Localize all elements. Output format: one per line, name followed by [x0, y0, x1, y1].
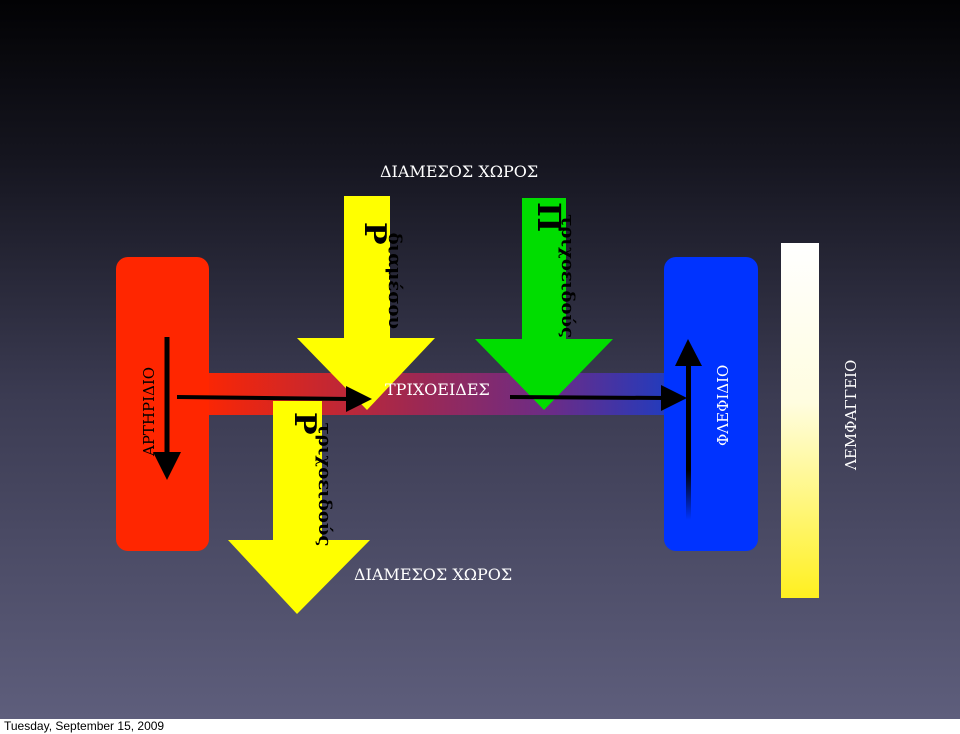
pi-capillary-arrow: [475, 198, 613, 410]
pi-capillary-label: Πτριχοειδούς: [530, 202, 578, 356]
arteriole-vessel: [116, 257, 209, 551]
arteriole-label: ΑΡΤΗΡΙΔΙΟ: [140, 366, 158, 456]
p-interstitial-subscript: διαμέσου: [384, 232, 405, 330]
diagram-graphics: [116, 196, 819, 614]
venule-label: ΦΛΕΦΙΔΙΟ: [714, 364, 732, 446]
lymphatic-label: ΛΕΜΦΑΓΓΕΙΟ: [842, 359, 860, 470]
p-interstitial-label: Pδιαμέσου: [357, 222, 405, 341]
slide-canvas: ΔΙΑΜΕΣΟΣ ΧΩΡΟΣ ΔΙΑΜΕΣΟΣ ΧΩΡΟΣ ΤΡΙΧΟΕΙΔΕΣ…: [0, 0, 960, 719]
interstitial-space-label-top: ΔΙΑΜΕΣΟΣ ΧΩΡΟΣ: [380, 162, 539, 181]
lymphatic-vessel: [781, 243, 819, 598]
footer-date: Tuesday, September 15, 2009: [0, 719, 960, 734]
pi-capillary-subscript: τριχοειδούς: [557, 214, 578, 338]
venule-flow-fade: [686, 470, 691, 520]
capillary-flow-arrowhead-right: [661, 385, 687, 411]
arteriole-flow-arrowhead: [153, 452, 181, 480]
venule-vessel: [664, 257, 758, 551]
p-interstitial-arrow: [297, 196, 435, 410]
venule-flow-arrowhead: [675, 339, 702, 366]
p-capillary-subscript: τριχοειδούς: [314, 422, 335, 547]
p-capillary-arrow: [228, 401, 370, 614]
capillary-flow-line-right: [509, 395, 666, 400]
interstitial-space-label-bottom: ΔΙΑΜΕΣΟΣ ΧΩΡΟΣ: [354, 565, 513, 584]
capillary-flow-line-left: [176, 395, 351, 401]
capillaries-label: ΤΡΙΧΟΕΙΔΕΣ: [385, 380, 490, 399]
p-capillary-label: Pτριχοειδούς: [287, 412, 335, 558]
capillary-flow-arrowhead-left: [346, 386, 372, 412]
